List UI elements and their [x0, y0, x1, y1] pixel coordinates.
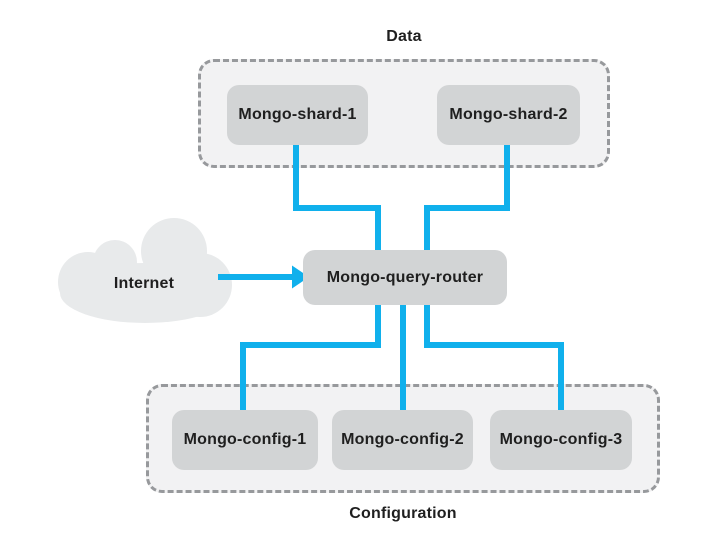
cloud-icon: [58, 218, 232, 323]
configuration-group-label: Configuration: [349, 505, 457, 522]
node-mongo-query-router: Mongo-query-router: [303, 250, 507, 305]
node-mongo-shard-1: Mongo-shard-1: [227, 85, 368, 145]
internet-label: Internet: [113, 275, 175, 292]
node-mongo-config-1: Mongo-config-1: [172, 410, 318, 470]
node-mongo-config-2: Mongo-config-2: [332, 410, 473, 470]
data-group-label: Data: [386, 28, 422, 45]
node-mongo-config-3: Mongo-config-3: [490, 410, 632, 470]
internet-cloud: Internet: [52, 213, 236, 331]
node-mongo-shard-2: Mongo-shard-2: [437, 85, 580, 145]
